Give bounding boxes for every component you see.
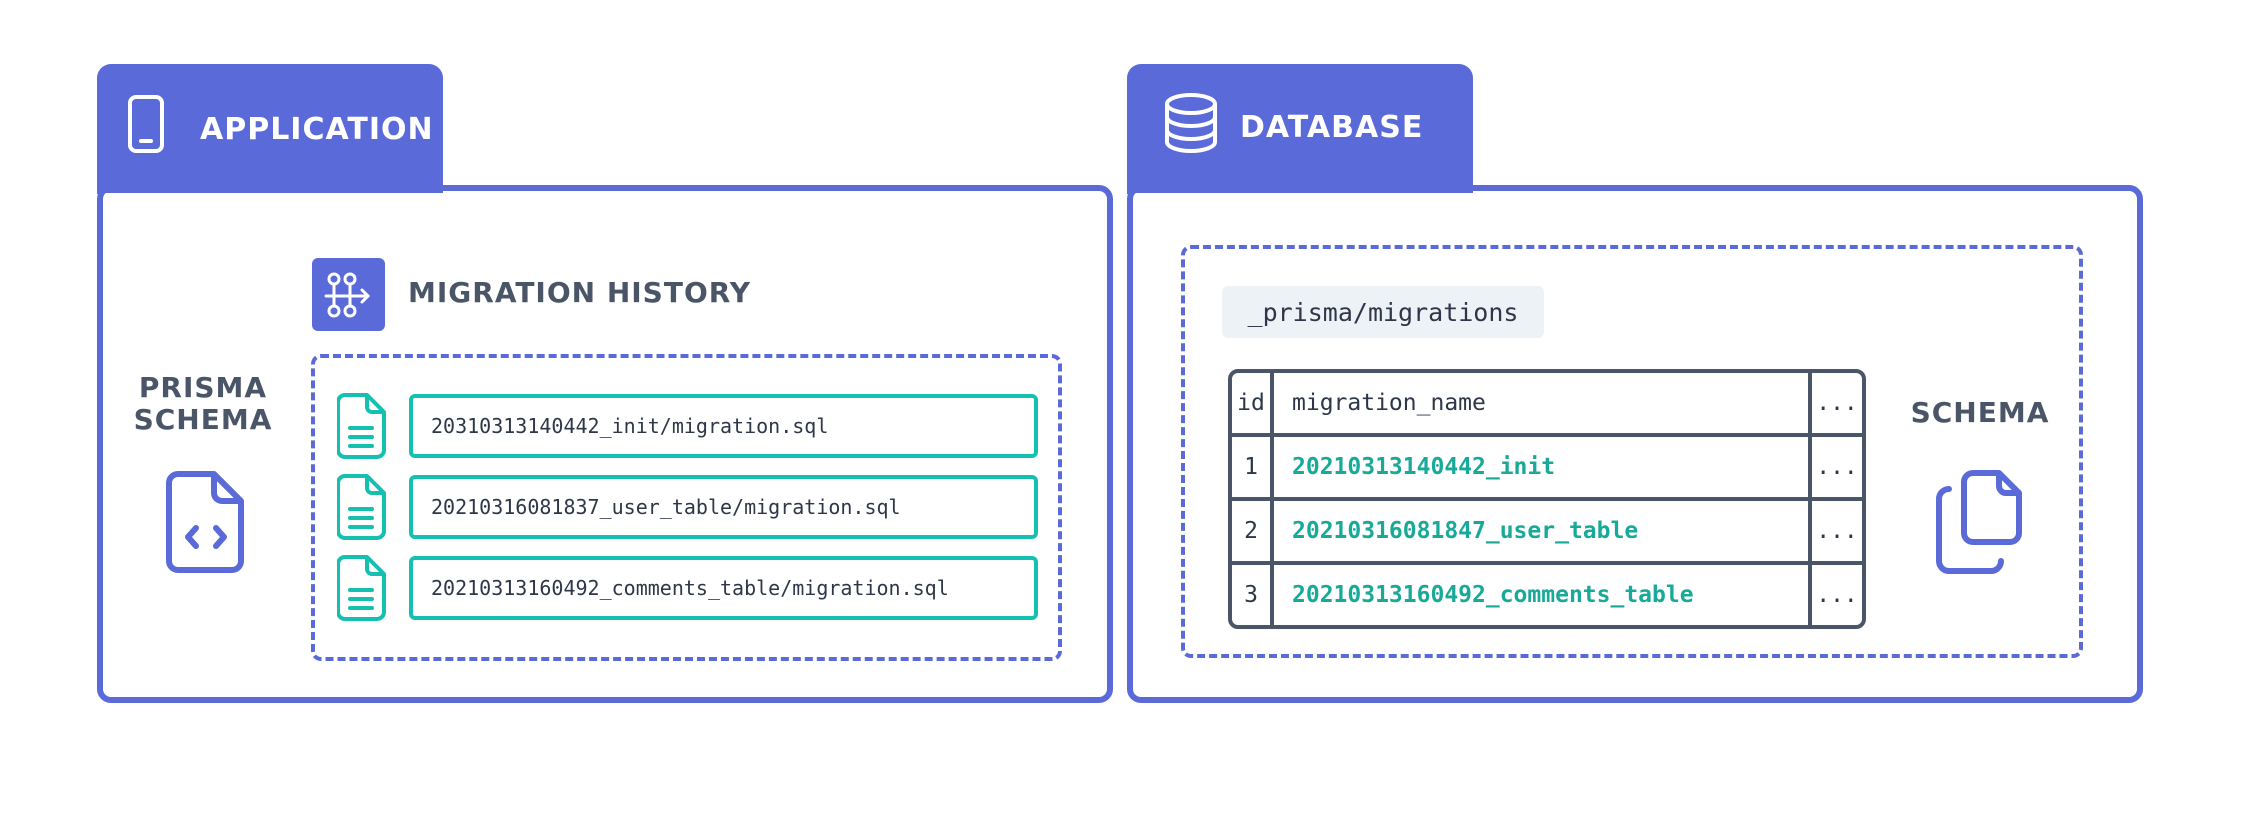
schema-label: SCHEMA	[1910, 396, 2050, 429]
column-header-id: id	[1232, 373, 1274, 437]
migration-history-title: MIGRATION HISTORY	[408, 276, 752, 309]
database-icon	[1165, 93, 1217, 154]
prisma-label-line2: SCHEMA	[133, 403, 273, 436]
database-tab-joint	[1133, 185, 1473, 193]
migration-history-icon-box	[312, 258, 385, 331]
migration-flow-icon	[324, 272, 370, 318]
copy-files-icon	[1936, 470, 2022, 574]
sql-file-icon	[337, 555, 386, 621]
application-tab: APPLICATION	[97, 64, 443, 194]
table-header-row: id migration_name ...	[1232, 373, 1862, 437]
cell-id: 3	[1232, 565, 1274, 625]
cell-more: ...	[1812, 437, 1862, 501]
cell-migration-name: 20210313140442_init	[1274, 437, 1812, 501]
database-tab: DATABASE	[1127, 64, 1473, 194]
code-file-icon	[166, 471, 244, 573]
sql-file-icon	[337, 474, 386, 540]
migration-file-row: 20310313140442_init/migration.sql	[409, 394, 1038, 458]
application-tab-label: APPLICATION	[200, 112, 434, 147]
column-header-more: ...	[1812, 373, 1862, 437]
table-row: 3 20210313160492_comments_table ...	[1232, 565, 1862, 625]
cell-more: ...	[1816, 582, 1858, 608]
cell-more: ...	[1812, 501, 1862, 565]
migrations-table: id migration_name ... 1 20210313140442_i…	[1228, 369, 1866, 629]
cell-migration-name: 20210316081847_user_table	[1274, 501, 1812, 565]
prisma-label-line1: PRISMA	[138, 371, 268, 404]
mobile-phone-icon	[128, 95, 164, 153]
migrations-table-name: _prisma/migrations	[1222, 286, 1544, 338]
migration-file-row: 20210316081837_user_table/migration.sql	[409, 475, 1038, 539]
database-panel	[1127, 185, 2143, 703]
database-tab-label: DATABASE	[1240, 110, 1424, 145]
migration-history-container	[311, 354, 1062, 661]
prisma-schema-label: PRISMA SCHEMA	[128, 372, 278, 436]
cell-id: 1	[1232, 437, 1274, 501]
cell-migration-name: 20210313160492_comments_table	[1274, 565, 1812, 625]
migration-file-name: 20210316081837_user_table/migration.sql	[431, 495, 901, 519]
table-row: 1 20210313140442_init ...	[1232, 437, 1862, 501]
migration-file-row: 20210313160492_comments_table/migration.…	[409, 556, 1038, 620]
column-header-migration-name: migration_name	[1274, 373, 1812, 437]
table-row: 2 20210316081847_user_table ...	[1232, 501, 1862, 565]
cell-id: 2	[1232, 501, 1274, 565]
migration-file-name: 20210313160492_comments_table/migration.…	[431, 576, 949, 600]
database-schema-container	[1181, 245, 2083, 658]
migration-file-name: 20310313140442_init/migration.sql	[431, 414, 829, 438]
sql-file-icon	[337, 393, 386, 459]
application-tab-joint	[103, 185, 443, 193]
